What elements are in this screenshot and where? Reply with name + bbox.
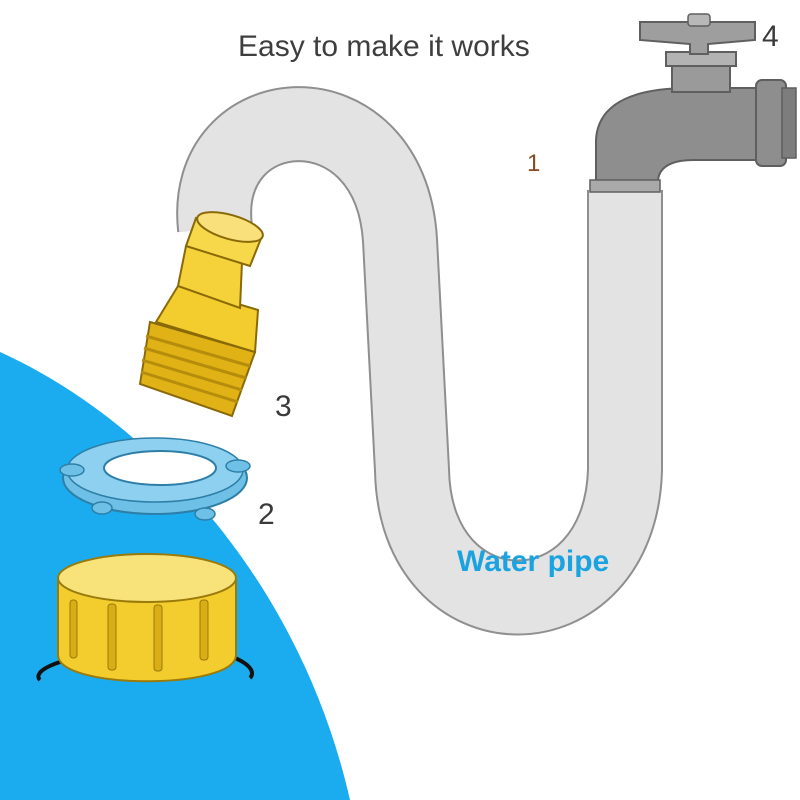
handle-number: 4 bbox=[762, 20, 779, 53]
faucet-icon bbox=[589, 51, 797, 193]
water-pipe bbox=[176, 86, 663, 636]
faucet-number: 1 bbox=[527, 150, 541, 177]
ring-number: 2 bbox=[258, 498, 275, 531]
brass-adapter-icon bbox=[138, 211, 264, 418]
adapter-number: 3 bbox=[275, 390, 292, 423]
yellow-cap-icon bbox=[36, 553, 254, 683]
rubber-ring-icon bbox=[59, 437, 251, 521]
diagram-title: Easy to make it works bbox=[238, 30, 530, 63]
water-pipe-label: Water pipe bbox=[457, 545, 610, 578]
faucet-handle-icon bbox=[639, 13, 756, 55]
